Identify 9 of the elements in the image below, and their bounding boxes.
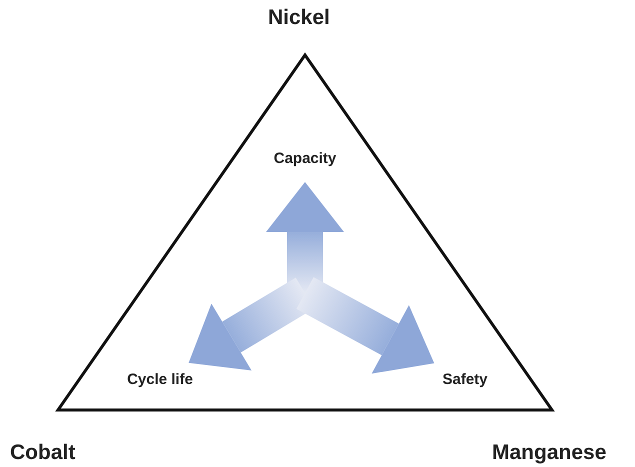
triangle <box>58 55 552 410</box>
property-label: Cycle life <box>110 369 210 391</box>
corner-label: Manganese <box>492 441 606 465</box>
corner-label: Nickel <box>268 6 330 30</box>
arrow <box>296 277 434 374</box>
arrow <box>266 182 344 293</box>
corner-label: Cobalt <box>10 441 76 465</box>
property-label: Safety <box>425 369 505 391</box>
property-label: Capacity <box>255 148 355 170</box>
